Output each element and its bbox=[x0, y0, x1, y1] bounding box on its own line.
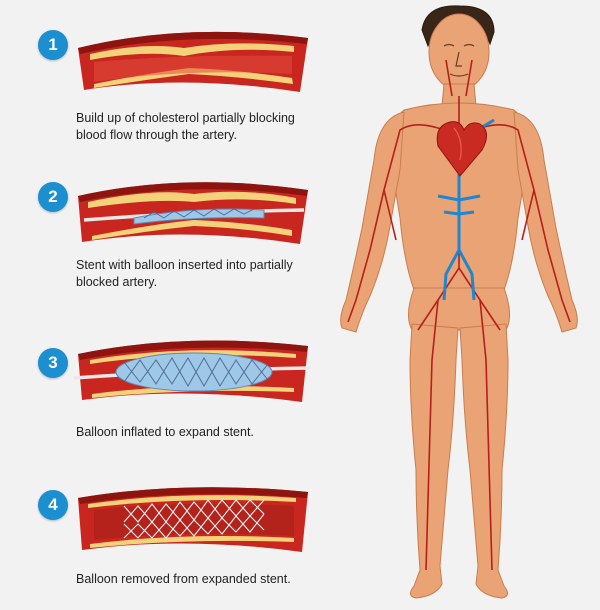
plaque-bottom bbox=[90, 536, 294, 548]
artery-step-1-illustration bbox=[78, 31, 308, 92]
inflated-balloon bbox=[115, 352, 273, 392]
left-arm bbox=[340, 111, 405, 333]
face-features bbox=[443, 43, 475, 77]
step-3-badge: 3 bbox=[38, 348, 68, 378]
step-2-badge: 2 bbox=[38, 182, 68, 212]
artery-step-2-illustration bbox=[78, 182, 308, 244]
stent-mesh bbox=[123, 356, 269, 388]
plaque-top bbox=[90, 43, 294, 60]
plaque-top bbox=[88, 495, 296, 508]
plaque-top bbox=[88, 191, 296, 208]
left-leg bbox=[409, 323, 459, 599]
plaque-bottom bbox=[92, 386, 294, 398]
plaque-bottom bbox=[94, 68, 293, 88]
expanded-stent-mesh bbox=[123, 499, 265, 539]
right-leg bbox=[459, 323, 509, 599]
step-1-badge: 1 bbox=[38, 30, 68, 60]
step-3-caption: Balloon inflated to expand stent. bbox=[76, 425, 254, 439]
veins bbox=[437, 118, 495, 301]
step-4-caption: Balloon removed from expanded stent. bbox=[76, 572, 291, 586]
heart-icon bbox=[436, 121, 487, 177]
plaque-top bbox=[90, 350, 296, 364]
artery-step-4-illustration bbox=[78, 487, 308, 552]
right-arm bbox=[513, 111, 578, 333]
body-silhouette bbox=[340, 5, 578, 599]
step-1-caption: Build up of cholesterol partially blocki… bbox=[76, 111, 295, 142]
human-circulatory-figure bbox=[340, 5, 578, 599]
artery-step-3-illustration bbox=[73, 340, 311, 402]
pelvis bbox=[408, 287, 510, 331]
step-4-badge: 4 bbox=[38, 490, 68, 520]
step-2-caption: Stent with balloon inserted into partial… bbox=[76, 258, 293, 289]
plaque-bottom bbox=[92, 220, 292, 240]
